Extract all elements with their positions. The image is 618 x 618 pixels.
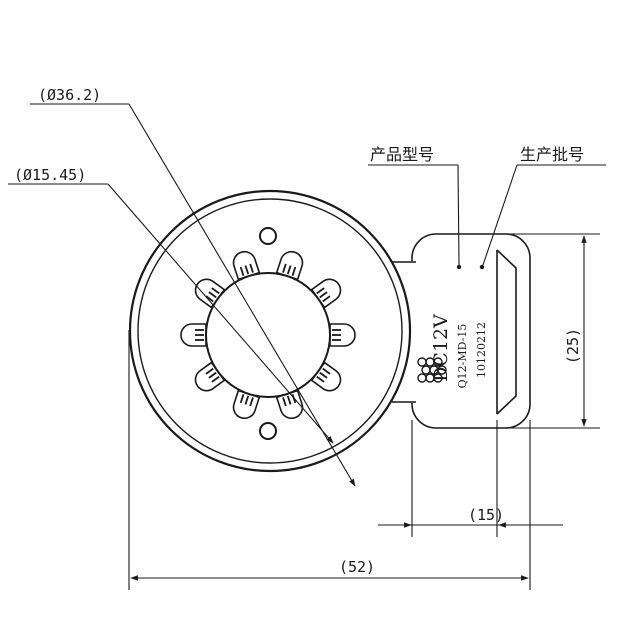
nameplate-logo <box>417 357 447 383</box>
callout-lines <box>368 164 606 266</box>
spring-lug <box>275 250 304 281</box>
height-dimension-label: (25) <box>564 328 582 364</box>
outer-diameter-label: (Ø36.2) <box>38 86 101 104</box>
spring-lug-ring <box>180 250 356 420</box>
spring-lug <box>232 389 261 420</box>
outer-diameter-leader <box>128 103 356 487</box>
spring-lug <box>232 250 261 281</box>
nameplate-voltage: DC12V <box>430 314 452 382</box>
batch-callout-leader <box>482 164 518 266</box>
diameter-leaders <box>8 103 356 487</box>
batch-callout-dot <box>479 264 485 270</box>
depth-dimension <box>378 420 563 537</box>
mounting-holes <box>259 227 277 440</box>
model-callout-leader <box>457 164 460 266</box>
housing-inner-step <box>496 249 517 415</box>
inner-core <box>205 272 331 398</box>
depth-dimension-label: (15) <box>468 506 504 524</box>
spring-lug <box>310 278 342 309</box>
width-dimension <box>128 330 531 590</box>
nameplate-batch: 10120212 <box>475 322 488 378</box>
mounting-hole-bottom <box>259 422 277 440</box>
inner-diameter-label: (Ø15.45) <box>14 166 86 184</box>
spring-lug <box>194 361 226 392</box>
batch-callout-label: 生产批号 <box>520 145 584 164</box>
outer-ring-inner-edge <box>137 198 403 464</box>
model-callout-dot <box>456 264 462 270</box>
spring-lug <box>310 361 342 392</box>
spring-lug <box>194 278 226 309</box>
model-callout-label: 产品型号 <box>370 145 434 164</box>
spring-lug <box>329 323 356 347</box>
height-dimension <box>500 233 600 429</box>
spring-lug <box>275 389 304 420</box>
spring-lug <box>180 323 207 347</box>
inner-diameter-leader <box>107 183 334 444</box>
width-dimension-label: (52) <box>339 558 375 576</box>
mounting-hole-top <box>259 227 277 245</box>
nameplate-model: Q12-MD-15 <box>456 324 469 389</box>
